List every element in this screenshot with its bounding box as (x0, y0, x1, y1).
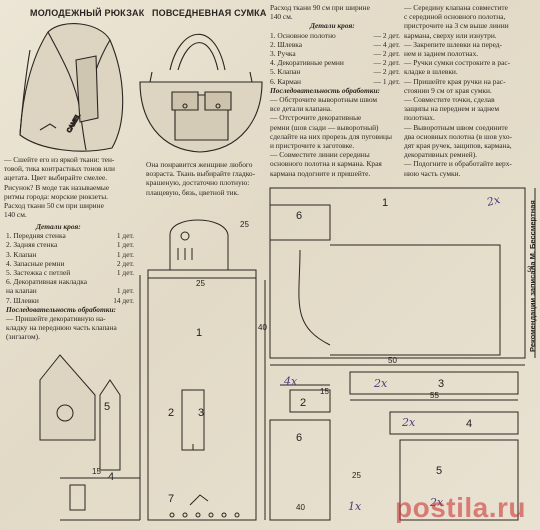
pattern-dimensions: 1 2 3 5 7 4 25 40 15 25 1 6 2 3 4 5 6 50… (92, 197, 536, 512)
dim-55-label: 55 (430, 391, 439, 400)
handwritten-mark-3: 2х (373, 377, 388, 390)
bag-details-column: Расход ткани 90 см при ширине 140 см. Де… (270, 3, 400, 178)
bag-piece-2-label: 2 (300, 397, 306, 409)
dim-40b-label: 40 (296, 503, 305, 512)
dim-15b-label: 15 (320, 387, 329, 396)
bag-intro: Она понравится женщине любого возраста. … (146, 160, 256, 197)
backpack-pattern (39, 219, 266, 521)
handwritten-mark-2: 4х (283, 375, 298, 388)
handwritten-mark-6: 2х (429, 496, 444, 509)
dim-40-label: 40 (258, 323, 267, 332)
dim-25c-label: 25 (352, 471, 361, 480)
dim-25-label: 25 (196, 279, 205, 288)
bag-piece-6-flap-label: 6 (296, 210, 302, 222)
backpack-intro: — Сшейте его из яркой ткани: тен- товой,… (4, 155, 115, 220)
bag-title: ПОВСЕДНЕВНАЯ СУМКА (152, 8, 267, 18)
watermark: postila.ru (394, 492, 526, 523)
bag-piece-6-label: 6 (296, 432, 302, 444)
bag-piece-3-label: 3 (438, 378, 444, 390)
backpack-piece-2-label: 2 (168, 407, 174, 419)
backpack-illustration: CAMEL (19, 23, 124, 152)
handwritten-mark-4: 2х (401, 416, 416, 429)
dim-15-label: 15 (92, 467, 101, 476)
bag-sequence-title: Последовательность обработки: (270, 85, 381, 95)
bag-pattern (269, 187, 536, 521)
bag-illustration (139, 33, 263, 153)
handwritten-mark-5: 1х (348, 500, 362, 513)
bag-piece-1-label: 1 (382, 197, 388, 209)
dim-35-label: 35 (527, 265, 536, 274)
backpack-details-title: Детали кроя: (36, 222, 81, 231)
backpack-title: МОЛОДЕЖНЫЙ РЮКЗАК (30, 8, 145, 18)
bag-sequence-column: — Середину клапана совместите с середино… (404, 3, 512, 178)
bag-piece-5-label: 5 (436, 465, 442, 477)
backpack-sequence-title: Последовательность обработки: (6, 304, 117, 314)
handwritten-mark-1: 2х (484, 193, 502, 209)
backpack-piece-5-label: 5 (104, 401, 110, 413)
dim-50-label: 50 (388, 356, 397, 365)
backpack-piece-4-label: 4 (108, 471, 114, 483)
backpack-piece-1-label: 1 (196, 327, 202, 339)
bag-details-title: Детали кроя: (310, 21, 355, 31)
backpack-piece-3-label: 3 (198, 407, 204, 419)
handwritten-marks: 2х 4х 2х 2х 1х 2х (283, 193, 502, 513)
dim-25b-label: 25 (240, 220, 249, 229)
backpack-piece-7-label: 7 (168, 493, 174, 505)
author-credit: Рекомендации записала М. Бессмертная (528, 200, 537, 352)
bag-piece-4-label: 4 (466, 418, 472, 430)
